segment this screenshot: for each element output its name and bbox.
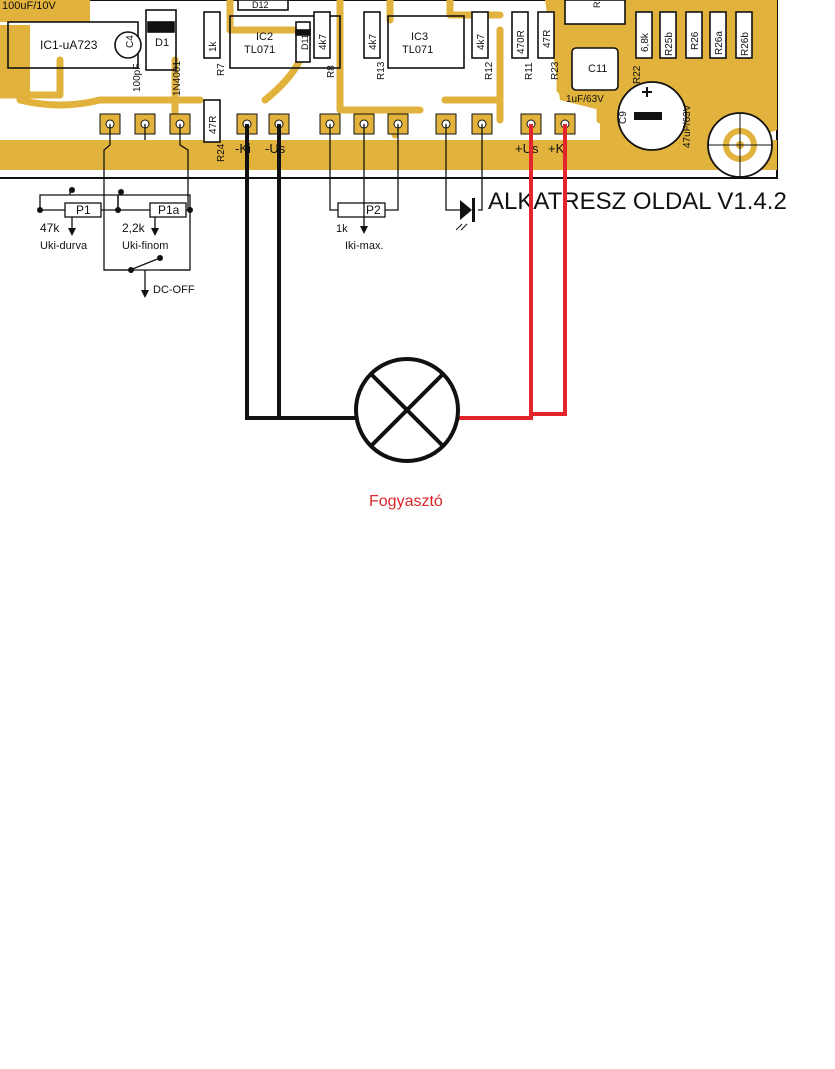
r22-value-label: 6,8k [640,32,651,52]
ic2-label: IC2 [256,31,273,43]
r7-value-label: 1k [208,40,219,52]
junction-dots [37,187,475,298]
r24-value-label: 47R [208,116,219,134]
c11-footprint [571,47,619,91]
r22-label: R22 [632,65,643,84]
p1a-name-label: Uki-finom [122,240,168,252]
r23-value-label: 47R [542,30,553,48]
d1-footprint [145,9,177,71]
r7-label: R7 [216,63,227,76]
c4-label: C4 [125,35,136,48]
pcb-board: 100uF/10V IC1-uA723 C4 100pF D1 1N4001 1… [0,0,778,179]
d11-label: D11 [300,34,310,50]
external-potentiometers [39,124,483,290]
r11-value-label: 470R [516,30,527,54]
p1-name-label: Uki-durva [40,240,88,252]
r12-value-label: 4k7 [476,33,487,50]
ic3-type-label: TL071 [402,44,433,56]
p2-label: P2 [366,203,381,217]
d1-type-label: 1N4001 [172,61,183,96]
r12-label: R12 [484,61,495,80]
ic2-type-label: TL071 [244,44,275,56]
terminal-plus-us-label: +Us [515,141,539,156]
r26b-label: R26b [740,32,751,56]
r25b-label: R25b [664,32,675,56]
r8-value-label: 4k7 [318,33,329,50]
r7-footprint [203,11,221,59]
c9-label: C9 [618,111,629,124]
r23-label: R23 [550,61,561,80]
p1-label: P1 [76,203,91,217]
r8-label: R8 [326,65,337,78]
p2-value-label: 1k [336,223,348,235]
lamp-icon [354,357,460,463]
c11-value-label: 1uF/63V [566,94,604,105]
positive-wires [457,124,567,420]
ic3-footprint [387,15,465,69]
negative-wires [245,124,357,420]
c11-label: C11 [588,63,607,75]
r11-label: R11 [524,62,535,80]
terminal-minus-us-label: -Us [265,141,286,156]
r2-cut-label: R2 [592,0,602,8]
r13-label: R13 [376,61,387,80]
switch-label: DC-OFF [153,284,195,296]
p1a-value-label: 2,2k [122,221,146,235]
ic1-label: IC1-uA723 [40,38,98,52]
r26-label: R26 [690,31,701,50]
r26a-label: R26a [714,31,725,55]
mounting-hole-icon [707,112,773,178]
load-label: Fogyasztó [369,493,443,510]
led-icon [455,223,468,231]
board-title: ALKATRESZ OLDAL V1.4.2 [488,188,787,215]
d1-label: D1 [155,37,169,49]
r13-value-label: 4k7 [368,33,379,50]
terminal-plus-ki-label: +Ki [548,141,567,156]
d12-label: D12 [252,0,269,10]
r24-label: R24 [216,143,227,162]
p1a-label: P1a [158,203,180,217]
ic2-footprint [229,15,341,69]
c-100p-label: 100pF [132,64,143,92]
p2-name-label: Iki-max. [345,240,384,252]
ic3-label: IC3 [411,31,428,43]
p1-value-label: 47k [40,221,60,235]
cap-top-left-label: 100uF/10V [2,0,56,12]
p2-potentiometer [337,202,386,218]
c9-value-label: 47uF/63V [682,104,693,148]
